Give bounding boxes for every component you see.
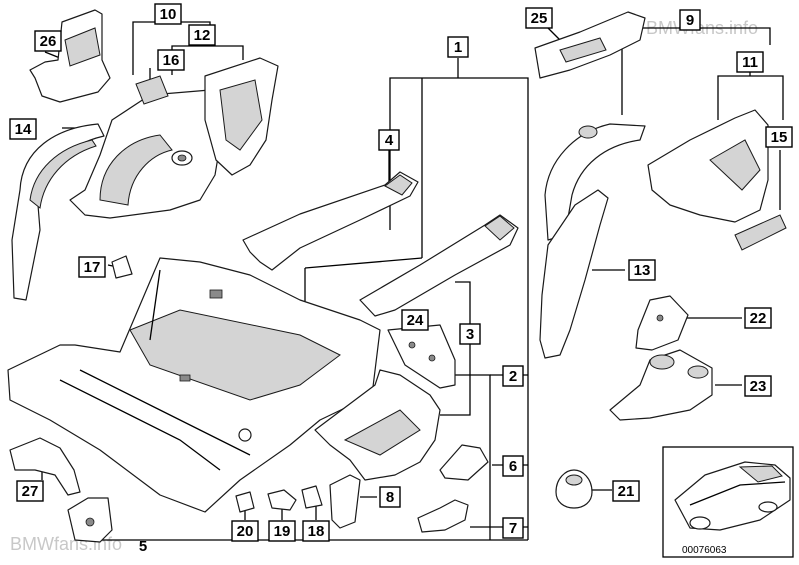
part-17-clip: [111, 255, 133, 279]
part-6-bracket: [439, 444, 489, 481]
label-7: 7: [509, 520, 517, 537]
part-13-pillar: [539, 189, 609, 359]
part-8-bracket: [329, 474, 361, 529]
part-14-wheel-arch-liner: [11, 123, 105, 301]
label-23: 23: [750, 378, 767, 395]
label-17: 17: [84, 259, 101, 276]
label-5: 5: [139, 538, 147, 555]
part-25-bracket: [534, 11, 646, 79]
label-24: 24: [407, 312, 424, 329]
label-9: 9: [686, 12, 694, 29]
label-11: 11: [742, 54, 758, 71]
label-18: 18: [308, 523, 325, 540]
part-16-small-panel: [135, 75, 169, 105]
label-1: 1: [454, 39, 462, 56]
part-20-clip: [235, 491, 255, 513]
label-25: 25: [531, 10, 548, 27]
part-10-wheel-housing: [69, 89, 226, 219]
label-19: 19: [274, 523, 291, 540]
part-15-strip: [734, 214, 787, 251]
part-2-rear-end: [314, 369, 441, 481]
label-6: 6: [509, 458, 517, 475]
part-26-bracket: [29, 9, 111, 103]
label-26: 26: [40, 33, 57, 50]
label-21: 21: [618, 483, 635, 500]
label-3: 3: [466, 326, 474, 343]
label-10: 10: [160, 6, 177, 23]
part-5-floor-pan: [7, 257, 381, 513]
label-16: 16: [163, 52, 180, 69]
part-4-rail: [242, 171, 419, 271]
label-4: 4: [385, 132, 394, 149]
label-15: 15: [771, 129, 788, 146]
part-mount-bottom-left: [67, 497, 113, 543]
part-27-bracket: [9, 437, 81, 496]
label-12: 12: [194, 27, 211, 44]
label-8: 8: [386, 489, 394, 506]
part-7-bracket: [417, 499, 469, 533]
label-22: 22: [750, 310, 767, 327]
part-1-side-member: [359, 214, 519, 317]
label-14: 14: [15, 121, 32, 138]
part-12-inner-panel: [204, 57, 279, 176]
part-24-plate: [387, 324, 456, 389]
car-reference-inset: 00076063: [662, 446, 794, 558]
part-9-wheel-arch: [544, 123, 646, 241]
label-27: 27: [22, 483, 39, 500]
part-21-grommet: [555, 469, 593, 509]
part-19-clip: [267, 489, 297, 511]
part-18-clip: [301, 485, 323, 509]
reference-number: 00076063: [682, 545, 727, 556]
part-23-support: [609, 349, 713, 421]
callout-labels: 1 2 3 4 5 6 7 8 9 10 11 12 13 14 15 16 1…: [9, 3, 793, 555]
label-2: 2: [509, 368, 517, 385]
label-20: 20: [237, 523, 254, 540]
label-13: 13: [634, 262, 651, 279]
part-22-bracket: [635, 295, 689, 351]
part-11-inner-housing: [647, 109, 769, 223]
